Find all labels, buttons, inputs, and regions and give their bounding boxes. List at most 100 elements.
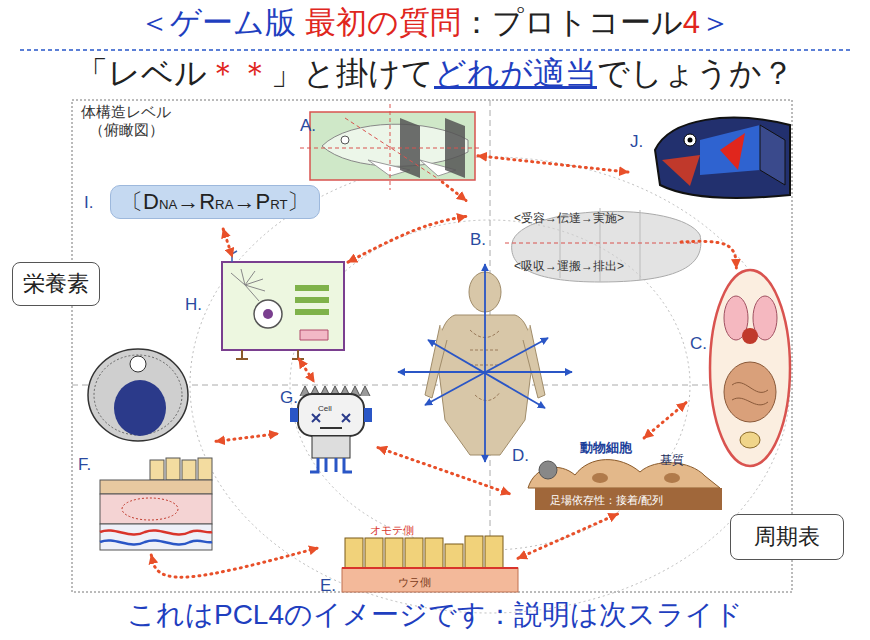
illustration-panel: B. <受容→伝達→実施> <吸収→運搬→排出> [466, 200, 681, 286]
illustration-shape [20, 49, 850, 51]
illustration-shape [684, 134, 696, 146]
illustration-shape [295, 285, 329, 291]
illustration-panel: G.Cell [278, 382, 378, 478]
text-run: どれが適当 [434, 55, 597, 91]
pathway-box: 〔DNA→RRA→PRT〕 [110, 185, 320, 219]
text-run: 」と掛けて [271, 55, 434, 91]
connector-arrow [216, 434, 278, 442]
illustration-shape [231, 269, 265, 301]
illustration-shape [310, 458, 352, 472]
part-label: 基質 [660, 453, 684, 467]
title-wrap: ＜ゲーム版 最初の質問：プロトコール4＞ [0, 4, 870, 41]
illustration-shape [100, 480, 212, 494]
connector-arrow [348, 216, 466, 262]
illustration-shape [254, 300, 282, 328]
flow-text: <受容→伝達→実施> [514, 211, 624, 225]
illustration-shape [341, 136, 349, 144]
illustration-shape [88, 349, 188, 441]
illustration-shape [312, 436, 350, 458]
side-label: ウラ側 [398, 576, 431, 589]
band-label: 足場依存性：接着/配列 [550, 494, 663, 507]
illustration-shape [365, 538, 383, 568]
text-wrap: 足場依存性：接着/配列 [550, 490, 663, 508]
illustration-shape [425, 338, 548, 405]
title: ＜ゲーム版 最初の質問：プロトコール4＞ [139, 4, 731, 41]
panel-letter: D. [512, 446, 529, 466]
text-wrap: B. [470, 230, 486, 250]
text-run: ：プロトコール [461, 5, 683, 40]
illustration-shape [100, 540, 212, 544]
illustration-shape [295, 297, 329, 303]
illustration-shape [298, 394, 364, 436]
illustration-shape [236, 350, 304, 359]
panel-letter: J. [630, 132, 643, 152]
label-wrap: 「レベル＊＊」と掛けてどれが適当でしょうか？ [0, 54, 870, 92]
text-run: RT [270, 197, 287, 212]
illustration-shape [405, 538, 423, 568]
connector-arrow [478, 156, 628, 172]
illustration-panel: C. [686, 268, 792, 448]
illustration-shape [342, 567, 518, 569]
text-wrap: <受容→伝達→実施> [514, 208, 624, 226]
caption: これはPCL4のイメージです：説明は次スライド [127, 598, 743, 632]
connector-arrow [681, 241, 736, 268]
connector-arrow [223, 229, 232, 257]
illustration-shape [263, 309, 273, 319]
text-run: 「レベル [76, 55, 207, 91]
illustration-shape [150, 460, 164, 480]
illustration-shape [592, 473, 608, 483]
illustration-shape [385, 538, 403, 568]
text-wrap: J. [630, 132, 643, 152]
illustration-shape [484, 264, 486, 462]
illustration-shape [720, 133, 745, 170]
illustration-shape [198, 458, 212, 480]
illustration-shape [290, 408, 298, 422]
text-wrap: 動物細胞 [580, 438, 632, 456]
illustration-shape [655, 118, 790, 198]
illustration-shape [345, 538, 363, 568]
text-run: でしょうか？ [597, 55, 794, 91]
keyword: 周期表 [754, 524, 820, 550]
illustration-shape [742, 328, 758, 344]
text-run: RA [215, 197, 233, 212]
illustration-shape [445, 544, 463, 568]
connector-arrow [378, 448, 510, 494]
keyword-box: 栄養素 [12, 262, 100, 306]
flow-text: <吸収→運搬→排出> [514, 259, 624, 273]
illustration-shape [512, 211, 701, 282]
illustration-shape [425, 538, 443, 568]
illustration-shape [114, 380, 166, 436]
illustration-shape [345, 118, 440, 180]
connector-arrow [442, 182, 466, 200]
text-run: →R [177, 189, 215, 214]
text-run: →P [233, 189, 270, 214]
caption-wrap: これはPCL4のイメージです：説明は次スライド [0, 598, 870, 632]
text-wrap: 基質 [660, 450, 684, 468]
illustration-shape [166, 458, 180, 480]
illustration-shape [390, 104, 391, 190]
illustration-shape [539, 461, 557, 479]
illustration-shape [400, 118, 420, 178]
illustration-shape [130, 356, 146, 372]
side-label: オモテ側 [370, 524, 414, 537]
text-run: 〕 [287, 189, 309, 214]
connector-arrow [518, 514, 618, 558]
illustration-shape [300, 330, 328, 340]
illustration-shape [342, 568, 518, 592]
text-wrap: E. [320, 576, 336, 596]
illustration-shape [310, 112, 475, 180]
text-run: ＜ゲーム版 [139, 5, 305, 40]
illustration-shape [100, 494, 212, 524]
illustration-shape [710, 270, 790, 466]
illustration-panel: F. [76, 345, 216, 555]
illustration-shape [295, 309, 329, 315]
label-wrap: 体構造レベル（俯瞰図） [76, 103, 176, 139]
illustration-shape [732, 383, 768, 405]
illustration-shape [485, 536, 503, 568]
illustration-panel: E. オモテ側ウラ側 [318, 518, 518, 600]
illustration-panel: A. [298, 110, 478, 182]
illustration-shape [740, 432, 760, 448]
part-label: 動物細胞 [580, 440, 632, 456]
illustration-panel: H. [183, 257, 348, 359]
